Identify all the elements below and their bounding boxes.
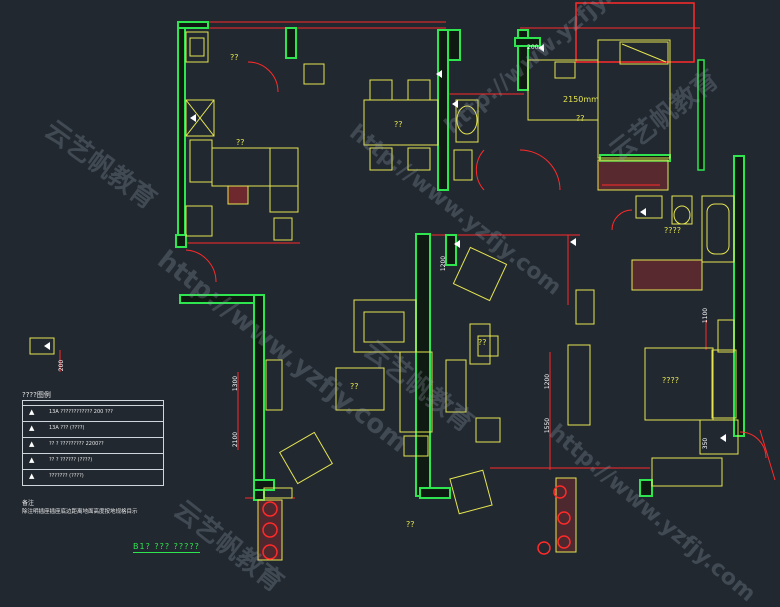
legend-row-label: 13A ???????????? 200 ???	[49, 409, 113, 415]
dim-1300: 1300	[232, 375, 240, 392]
room-label-master-bed: ????	[662, 376, 679, 385]
dim-1200-right: 1200	[544, 373, 552, 390]
legend-row-label: 13A ??? (????)	[49, 425, 85, 431]
outlet-icon: ▲	[29, 456, 35, 464]
legend-row-label: ?? ? ?????? (????)	[49, 457, 93, 463]
outlet-icon: ▲	[29, 440, 35, 448]
dim-2100: 2100	[232, 431, 240, 448]
dim-1200-left: 1200	[440, 255, 448, 272]
floor-plan-drawing	[29, 2, 776, 561]
dim-200-legend: 200	[58, 359, 66, 372]
notes-heading: 备注	[22, 500, 35, 507]
outlet-icon: ▲	[29, 408, 35, 416]
legend-row: ▲ 13A ??? (????)	[23, 421, 163, 435]
floor-plan-canvas: { "rooms": { "kitchen": "??", "dining": …	[22, 0, 776, 607]
room-label-living: ??	[350, 382, 359, 391]
legend-row-label: ?? ? ????????? 2200??	[49, 441, 104, 447]
room-label-bedroom2-dim: 2150mm	[563, 95, 599, 104]
legend-row: ▲ ?? ? ?????? (????)	[23, 453, 163, 467]
dim-1100: 1100	[702, 307, 710, 324]
room-label-balcony: ??	[406, 520, 415, 529]
walls	[175, 21, 745, 501]
legend-row: ▲ ?? ? ????????? 2200??	[23, 437, 163, 451]
outlet-icon: ▲	[29, 472, 35, 480]
legend-row-label: ??????? (????)	[49, 473, 84, 479]
outlet-markers	[44, 44, 726, 442]
room-label-bedroom2: ??	[576, 114, 585, 123]
legend-title: ????图例	[22, 391, 51, 399]
dim-350: 350	[702, 437, 710, 450]
door-swings	[185, 61, 767, 459]
legend-sample	[29, 337, 61, 372]
plan-title: B1? ??? ?????	[133, 542, 200, 553]
room-label-kitchen-2: ??	[236, 138, 245, 147]
room-label-bath-storage: ????	[664, 226, 681, 235]
room-label-dining: ??	[394, 120, 403, 129]
dim-200-top: 200	[527, 44, 539, 51]
legend-row: ▲ 13A ???????????? 200 ???	[23, 405, 163, 419]
outlet-icon: ▲	[29, 424, 35, 432]
legend-table: ▲ 13A ???????????? 200 ??? ▲ 13A ??? (????…	[22, 400, 164, 486]
room-label-kitchen: ??	[230, 53, 239, 62]
notes-body: 除注明插座插座底边距离地面高度按地规格目示	[22, 509, 138, 515]
planters	[262, 485, 571, 560]
room-label-living-2: ??	[478, 338, 487, 347]
furniture	[185, 31, 739, 561]
legend-row: ▲ ??????? (????)	[23, 469, 163, 483]
